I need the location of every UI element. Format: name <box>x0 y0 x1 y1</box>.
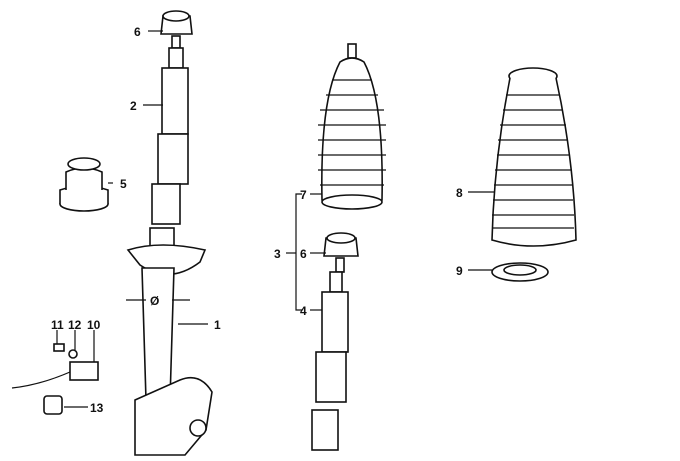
part-11-bolt[interactable] <box>53 343 65 352</box>
label-5: 5 <box>120 177 127 191</box>
part-6-damper-kit[interactable] <box>323 232 359 273</box>
leader-lines <box>56 30 494 408</box>
label-10: 10 <box>87 318 101 332</box>
part-9-support-ring[interactable] <box>491 262 549 282</box>
part-6-damper-top[interactable] <box>160 10 193 49</box>
label-1: 1 <box>214 318 221 332</box>
part-10-sensor[interactable] <box>11 361 99 389</box>
part-12-washer[interactable] <box>68 349 78 359</box>
part-8-protective-boot[interactable] <box>491 67 577 247</box>
label-9: 9 <box>456 264 463 278</box>
part-5-bump-stop[interactable] <box>59 157 109 212</box>
label-8: 8 <box>456 186 463 200</box>
label-6-top: 6 <box>134 25 141 39</box>
label-12: 12 <box>68 318 82 332</box>
part-2-shock-absorber[interactable] <box>151 47 189 225</box>
label-2: 2 <box>130 99 137 113</box>
label-11: 11 <box>51 318 64 332</box>
part-4-cartridge[interactable] <box>311 271 349 451</box>
label-6-kit: 6 <box>300 247 307 261</box>
label-7: 7 <box>300 188 307 202</box>
label-3: 3 <box>274 247 281 261</box>
part-13-clip[interactable] <box>43 395 63 415</box>
part-1-strut-housing[interactable] <box>126 227 213 456</box>
diameter-symbol: Ø <box>150 294 159 308</box>
label-13: 13 <box>90 401 104 415</box>
part-7-protection-tube[interactable] <box>318 43 386 210</box>
label-4: 4 <box>300 304 307 318</box>
